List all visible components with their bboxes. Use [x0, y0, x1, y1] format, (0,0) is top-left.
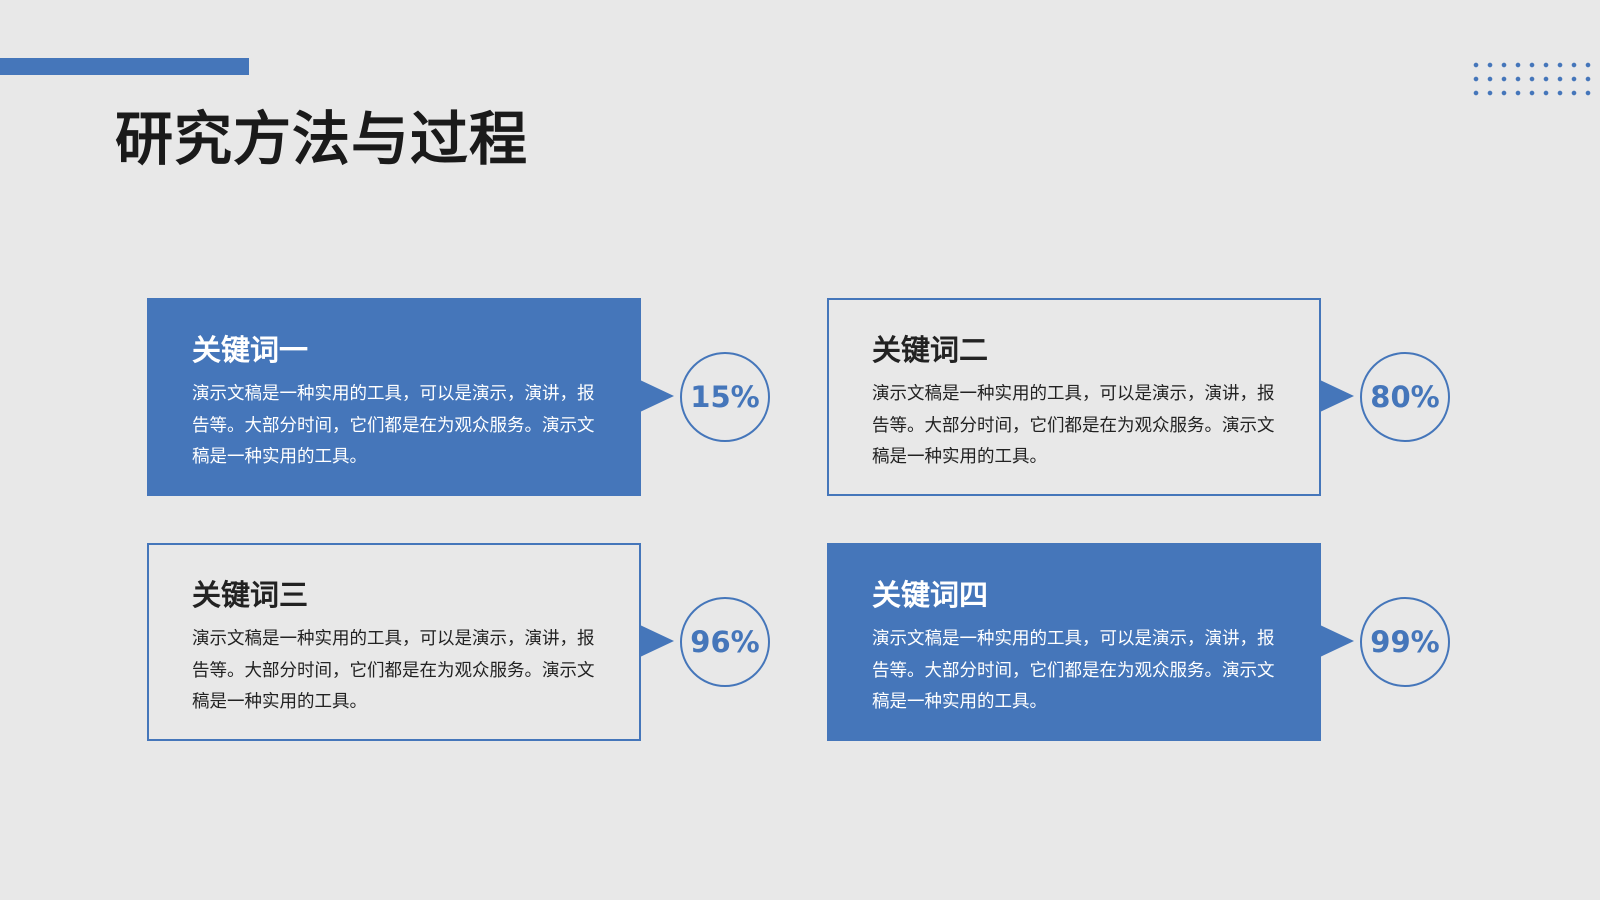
keyword-card-1: 关键词一 演示文稿是一种实用的工具，可以是演示，演讲，报告等。大部分时间，它们都… — [147, 298, 641, 496]
keyword-card-4: 关键词四 演示文稿是一种实用的工具，可以是演示，演讲，报告等。大部分时间，它们都… — [827, 543, 1321, 741]
percent-circle: 96% — [680, 597, 770, 687]
dot-grid-decoration — [1469, 58, 1595, 104]
pointer-arrow — [640, 625, 674, 657]
accent-bar — [0, 58, 249, 75]
percent-circle: 80% — [1360, 352, 1450, 442]
percent-value: 80% — [1370, 380, 1440, 414]
percent-circle: 15% — [680, 352, 770, 442]
keyword-card-2: 关键词二 演示文稿是一种实用的工具，可以是演示，演讲，报告等。大部分时间，它们都… — [827, 298, 1321, 496]
pointer-arrow — [1320, 625, 1354, 657]
keyword-card-body: 演示文稿是一种实用的工具，可以是演示，演讲，报告等。大部分时间，它们都是在为观众… — [192, 384, 595, 467]
pointer-arrow — [1320, 380, 1354, 412]
percent-circle: 99% — [1360, 597, 1450, 687]
keyword-card-body: 演示文稿是一种实用的工具，可以是演示，演讲，报告等。大部分时间，它们都是在为观众… — [872, 629, 1275, 712]
percent-value: 99% — [1370, 625, 1440, 659]
keyword-card-title: 关键词二 — [872, 333, 989, 367]
percent-value: 96% — [690, 625, 760, 659]
keyword-card-title: 关键词四 — [872, 578, 989, 612]
keyword-card-body: 演示文稿是一种实用的工具，可以是演示，演讲，报告等。大部分时间，它们都是在为观众… — [872, 384, 1275, 467]
pointer-arrow — [640, 380, 674, 412]
keyword-card-body: 演示文稿是一种实用的工具，可以是演示，演讲，报告等。大部分时间，它们都是在为观众… — [192, 629, 595, 712]
percent-value: 15% — [690, 380, 760, 414]
keyword-card-3: 关键词三 演示文稿是一种实用的工具，可以是演示，演讲，报告等。大部分时间，它们都… — [147, 543, 641, 741]
keyword-card-title: 关键词三 — [192, 578, 309, 612]
keyword-card-title: 关键词一 — [192, 333, 309, 367]
page-title: 研究方法与过程 — [115, 105, 529, 173]
